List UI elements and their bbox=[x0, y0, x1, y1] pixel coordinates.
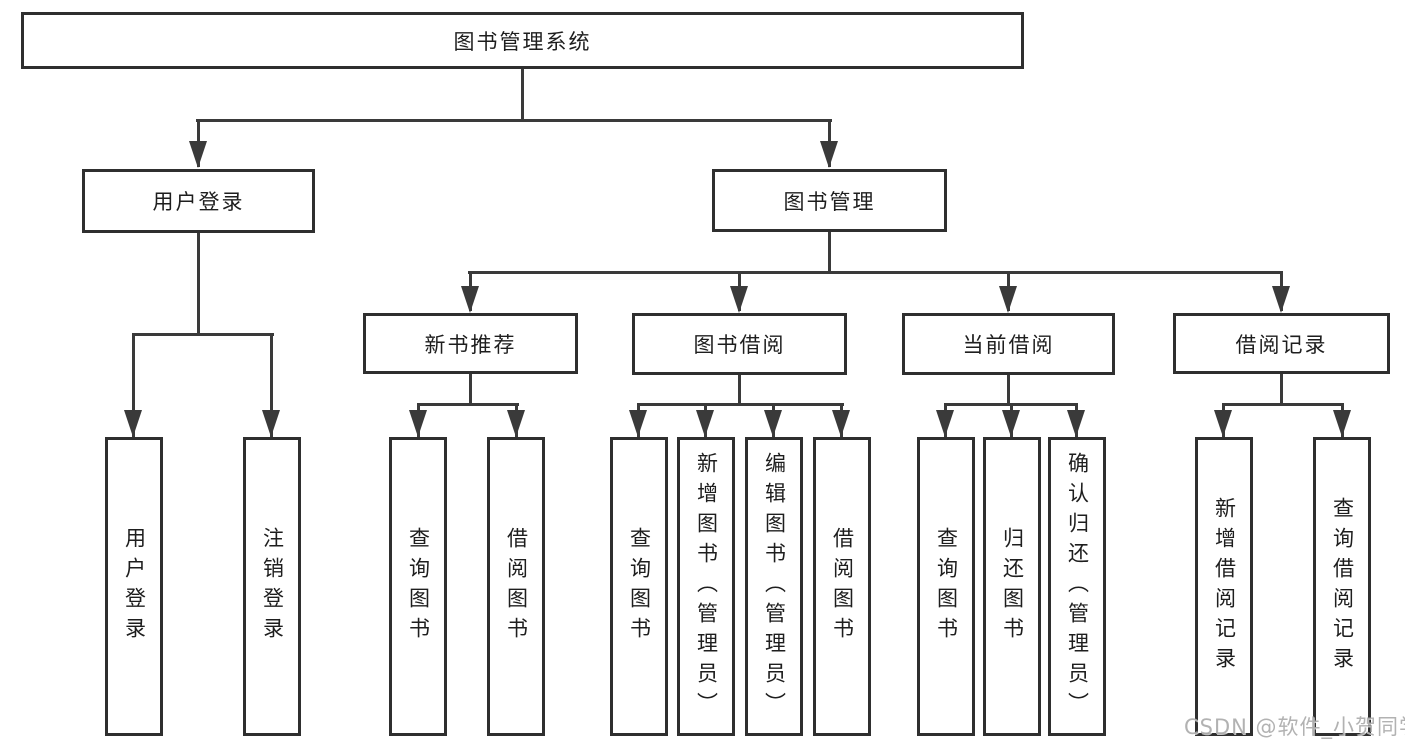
connector-book-mgmt-split bbox=[468, 271, 1283, 274]
leaf-query-borrow-record: 查询借阅记录 bbox=[1313, 437, 1371, 736]
leaf-label: 借阅图书 bbox=[504, 526, 529, 647]
arrow-down-icon bbox=[1067, 410, 1085, 437]
leaf-label: 查询图书 bbox=[627, 526, 652, 647]
leaf-borrow-books: 借阅图书 bbox=[813, 437, 871, 736]
arrow-down-icon bbox=[764, 410, 782, 437]
arrow-down-icon bbox=[1214, 410, 1232, 437]
leaf-add-books-admin: 新增图书（管理员） bbox=[677, 437, 735, 736]
leaf-label: 编辑图书（管理员） bbox=[762, 451, 787, 722]
arrow-down-icon bbox=[262, 410, 280, 437]
leaf-return-books: 归还图书 bbox=[983, 437, 1041, 736]
arrow-down-icon bbox=[820, 141, 838, 168]
connector-root-split bbox=[196, 119, 832, 122]
node-label: 借阅记录 bbox=[1235, 332, 1328, 357]
arrow-down-icon bbox=[832, 410, 850, 437]
node-user-login: 用户登录 bbox=[82, 169, 315, 233]
arrow-down-icon bbox=[999, 286, 1017, 313]
node-borrow-records: 借阅记录 bbox=[1173, 313, 1390, 374]
arrow-down-icon bbox=[696, 410, 714, 437]
node-label: 图书管理 bbox=[783, 189, 876, 214]
connector-split-records bbox=[1222, 403, 1344, 406]
leaf-query-books-rec: 查询图书 bbox=[389, 437, 447, 736]
connector-split-new-rec bbox=[417, 403, 519, 406]
leaf-user-login: 用户登录 bbox=[105, 437, 163, 736]
connector-trunk-book-borrow bbox=[738, 375, 741, 406]
leaf-label: 查询借阅记录 bbox=[1330, 496, 1355, 677]
connector-trunk-new-rec bbox=[469, 374, 472, 406]
arrow-down-icon bbox=[1272, 286, 1290, 313]
connector-stem-leaf bbox=[270, 333, 273, 437]
connector-trunk-records bbox=[1280, 374, 1283, 406]
connector-stem-leaf bbox=[132, 333, 135, 437]
node-label: 用户登录 bbox=[152, 190, 245, 214]
leaf-label: 用户登录 bbox=[122, 526, 147, 647]
leaf-label: 借阅图书 bbox=[830, 526, 855, 647]
leaf-edit-books-admin: 编辑图书（管理员） bbox=[745, 437, 803, 736]
leaf-label: 归还图书 bbox=[1000, 526, 1025, 647]
leaf-query-books-borrow: 查询图书 bbox=[610, 437, 668, 736]
arrow-down-icon bbox=[124, 410, 142, 437]
arrow-down-icon bbox=[189, 141, 207, 168]
node-new-book-recommend: 新书推荐 bbox=[363, 313, 578, 374]
leaf-logout: 注销登录 bbox=[243, 437, 301, 736]
connector-trunk-current bbox=[1007, 375, 1010, 406]
arrow-down-icon bbox=[1333, 410, 1351, 437]
arrow-down-icon bbox=[1002, 410, 1020, 437]
arrow-down-icon bbox=[507, 410, 525, 437]
watermark: CSDN @软件_小贺同学 bbox=[1184, 715, 1405, 739]
leaf-label: 查询图书 bbox=[934, 526, 959, 647]
leaf-confirm-return-admin: 确认归还（管理员） bbox=[1048, 437, 1106, 736]
leaf-label: 注销登录 bbox=[260, 526, 285, 647]
connector-book-mgmt-trunk bbox=[828, 232, 831, 274]
node-label: 图书借阅 bbox=[693, 333, 786, 357]
node-label: 图书管理系统 bbox=[453, 29, 592, 54]
leaf-borrow-books-rec: 借阅图书 bbox=[487, 437, 545, 736]
node-book-borrowing: 图书借阅 bbox=[632, 313, 847, 375]
node-book-management: 图书管理 bbox=[712, 169, 947, 232]
leaf-label: 新增借阅记录 bbox=[1212, 496, 1237, 677]
connector-user-login-trunk bbox=[197, 233, 200, 336]
connector-root-trunk bbox=[521, 69, 524, 121]
connector-user-login-split bbox=[132, 333, 274, 336]
connector-split-book-borrow bbox=[637, 403, 844, 406]
leaf-label: 新增图书（管理员） bbox=[694, 451, 719, 722]
arrow-down-icon bbox=[730, 286, 748, 313]
node-current-borrowing: 当前借阅 bbox=[902, 313, 1115, 375]
arrow-down-icon bbox=[629, 410, 647, 437]
arrow-down-icon bbox=[936, 410, 954, 437]
node-label: 新书推荐 bbox=[424, 332, 517, 357]
leaf-label: 确认归还（管理员） bbox=[1065, 451, 1090, 722]
node-label: 当前借阅 bbox=[962, 333, 1055, 357]
leaf-add-borrow-record: 新增借阅记录 bbox=[1195, 437, 1253, 736]
node-library-management-system: 图书管理系统 bbox=[21, 12, 1024, 69]
arrow-down-icon bbox=[409, 410, 427, 437]
leaf-query-books-current: 查询图书 bbox=[917, 437, 975, 736]
arrow-down-icon bbox=[461, 286, 479, 313]
leaf-label: 查询图书 bbox=[406, 526, 431, 647]
